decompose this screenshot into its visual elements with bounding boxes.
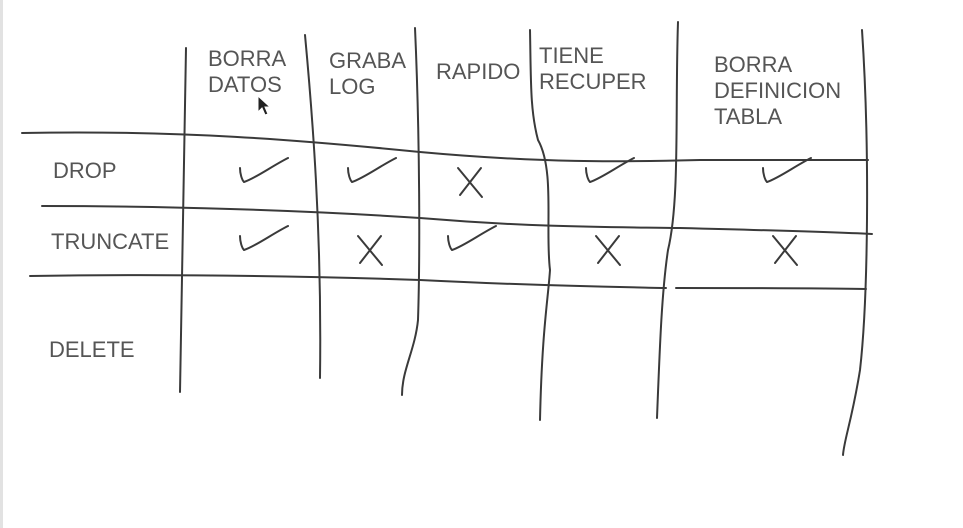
header-line: BORRA: [714, 52, 793, 77]
cross-mark-icon: [357, 235, 383, 266]
header-line: RAPIDO: [436, 59, 521, 84]
window-edge: [0, 0, 3, 528]
check-mark-icon: [347, 157, 397, 183]
header-line: BORRA: [208, 46, 287, 71]
vline-3: [401, 27, 421, 396]
hline-3: [29, 274, 667, 289]
column-header-tiene-recuper: TIENE RECUPER: [539, 43, 647, 95]
column-header-borra-definicion-tabla: BORRA DEFINICION TABLA: [714, 52, 841, 130]
check-mark-icon: [447, 225, 497, 251]
cross-mark-icon: [457, 167, 483, 198]
header-line: DATOS: [208, 72, 282, 97]
vline-5: [656, 21, 679, 419]
check-mark-icon: [762, 157, 812, 183]
check-mark-icon: [585, 157, 635, 183]
column-header-rapido: RAPIDO: [436, 59, 520, 85]
vline-2: [304, 34, 322, 379]
check-mark-icon: [239, 225, 289, 251]
header-line: GRABA: [329, 48, 407, 73]
hline-1: [21, 131, 869, 163]
header-line: RECUPER: [539, 69, 647, 94]
vline-6: [842, 29, 869, 456]
header-line: LOG: [329, 74, 376, 99]
header-line: TABLA: [714, 104, 783, 129]
check-mark-icon: [239, 157, 289, 183]
vline-1: [179, 47, 187, 393]
row-label-drop: DROP: [53, 158, 117, 183]
hline-2: [41, 205, 873, 235]
vline-4: [529, 29, 551, 421]
hline-3b: [675, 287, 867, 290]
cross-mark-icon: [772, 235, 798, 266]
row-label-truncate: TRUNCATE: [51, 229, 170, 254]
cross-mark-icon: [595, 235, 621, 266]
column-header-graba-log: GRABA LOG: [329, 48, 406, 100]
header-line: TIENE: [539, 43, 604, 68]
mouse-cursor-icon: [257, 95, 271, 116]
row-label-delete: DELETE: [49, 337, 135, 362]
column-header-borra-datos: BORRA DATOS: [208, 46, 286, 98]
header-line: DEFINICION: [714, 78, 842, 103]
